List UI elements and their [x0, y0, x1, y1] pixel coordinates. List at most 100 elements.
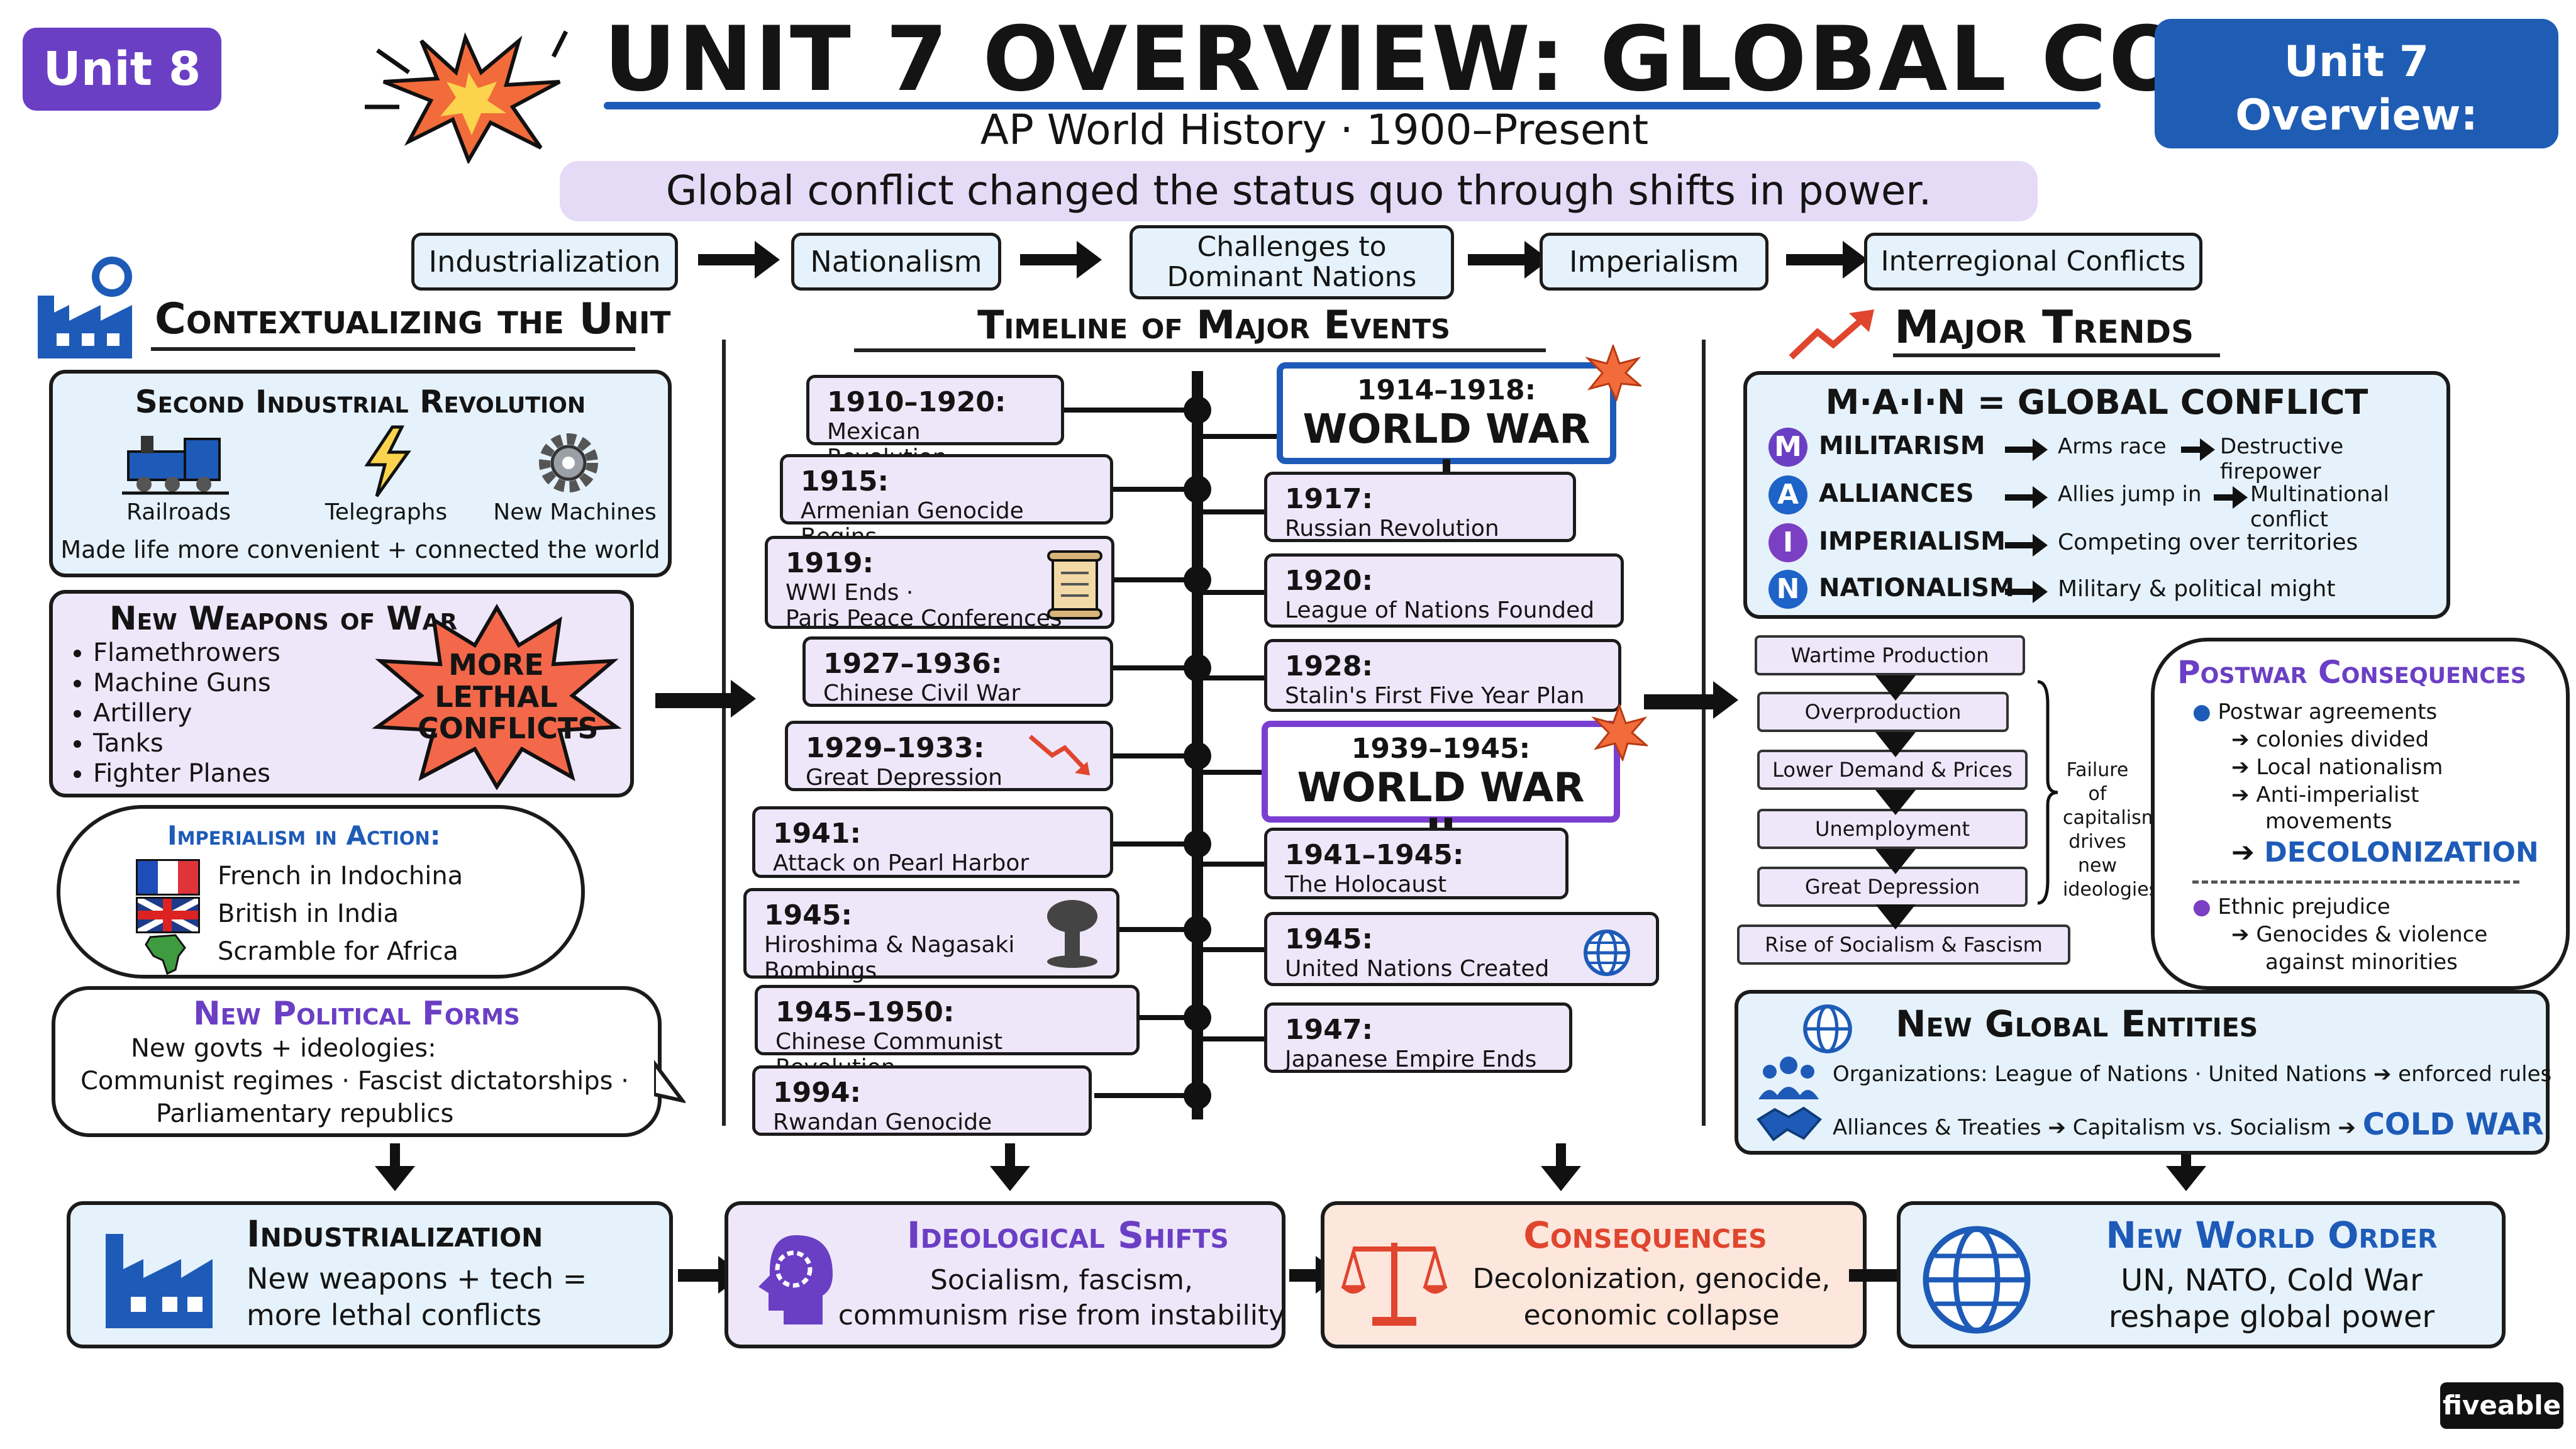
timeline-dot	[1184, 396, 1211, 424]
bottom-line: Socialism, fascism,	[930, 1264, 1193, 1296]
globe-icon	[1923, 1226, 2031, 1334]
imperialism-item: British in India	[218, 899, 399, 928]
timeline-event: 1929–1933: Great Depression	[785, 721, 1113, 791]
timeline-event: 1945–1950: Chinese Communist Revolution	[755, 985, 1140, 1080]
page-title: UNIT 7 OVERVIEW: GLOBAL CONFLICT	[604, 8, 2550, 111]
event-desc: Great Depression	[806, 764, 1002, 791]
fiveable-logo: fiveable	[2440, 1382, 2563, 1429]
timeline-tick	[1201, 947, 1264, 952]
timeline-event: 1910–1920: Mexican Revolution	[806, 375, 1064, 470]
down-arrow	[2166, 1155, 2206, 1191]
entities-alliances: Alliances & Treaties ➔ Capitalism vs. So…	[1833, 1107, 2544, 1142]
main-effect: Competing over territories	[2058, 530, 2358, 555]
chain-arrow	[1875, 849, 1916, 874]
postwar-line: ➔ colonies divided	[2231, 727, 2429, 752]
handshake-icon	[1757, 1106, 1822, 1141]
event-year: 1941–1945:	[1285, 839, 1464, 871]
note-line: ideologies	[2063, 879, 2159, 901]
industrial-title: Second Industrial Revolution	[135, 384, 586, 420]
timeline-tick	[1201, 675, 1264, 680]
column-divider	[722, 340, 726, 1126]
scales-icon	[1341, 1243, 1448, 1326]
a-letter-icon: A	[1768, 475, 1807, 514]
timeline-event: 1917: Russian Revolution	[1264, 472, 1576, 542]
machines-label: New Machines	[493, 499, 657, 525]
weapon-item: Artillery	[93, 698, 280, 728]
timeline-tick	[1201, 862, 1264, 867]
contextualizing-heading: Contextualizing the Unit	[155, 294, 671, 344]
more-lethal-label: MORE LETHAL CONFLICTS	[418, 648, 599, 746]
title-underline	[604, 102, 2101, 109]
postwar-line: ● Ethnic prejudice	[2192, 894, 2390, 919]
factory-icon	[38, 257, 132, 358]
timeline-tick	[1113, 487, 1189, 492]
timeline-event-ww2: 1939–1945: WORLD WAR II	[1262, 721, 1620, 857]
timeline-tick	[1113, 841, 1189, 847]
timeline-event: 1994: Rwandan Genocide	[752, 1065, 1092, 1136]
event-year: 1941:	[773, 818, 862, 850]
bottom-arrow	[1289, 1256, 1341, 1294]
brain-head-icon	[758, 1235, 833, 1324]
timeline-tick	[1138, 1015, 1189, 1020]
bottom-title: Industrialization	[247, 1213, 543, 1255]
timeline-event: 1945: Hiroshima & Nagasaki Bombings	[743, 888, 1119, 984]
political-forms-box: New Political Forms New govts + ideologi…	[52, 986, 662, 1137]
imperialism-item: French in Indochina	[218, 862, 464, 891]
postwar-line: ● Postwar agreements	[2192, 699, 2438, 724]
column-divider	[1702, 340, 1706, 1126]
timeline-tick	[1113, 577, 1189, 582]
subtitle: AP World History · 1900–Present	[980, 106, 1649, 154]
chain-arrow	[1875, 904, 1916, 930]
event-year: 1945:	[764, 899, 853, 931]
n-letter-icon: N	[1768, 570, 1807, 609]
heading-underline	[151, 347, 635, 351]
to-timeline-arrow	[655, 680, 756, 718]
chain-step: Lower Demand & Prices	[1757, 750, 2028, 790]
bottom-new-world-order: New World Order UN, NATO, Cold War resha…	[1897, 1201, 2506, 1348]
bubble-tail	[654, 1060, 686, 1104]
main-arrow	[2005, 534, 2048, 557]
flow-interregional: Interregional Conflicts	[1864, 233, 2202, 291]
global-entities-box: New Global Entities Organizations: Leagu…	[1735, 990, 2551, 1155]
africa-icon	[145, 934, 186, 975]
to-trends-arrow	[1644, 681, 1738, 719]
bottom-title: Ideological Shifts	[907, 1214, 1229, 1257]
event-desc: Rwandan Genocide	[773, 1109, 992, 1135]
event-desc: Paris Peace Conferences	[786, 605, 1062, 631]
postwar-title: Postwar Consequences	[2177, 654, 2526, 691]
down-trend-icon	[1028, 735, 1090, 775]
bottom-line: UN, NATO, Cold War	[2121, 1263, 2423, 1298]
train-icon	[122, 436, 229, 495]
main-effect: Military & political might	[2058, 576, 2336, 602]
scroll-icon	[1047, 550, 1102, 619]
main-arrow	[2181, 438, 2215, 461]
trend-up-icon	[1789, 309, 1874, 360]
i-letter-icon: I	[1768, 523, 1807, 562]
globe-icon	[1803, 1004, 1852, 1053]
timeline-tick	[1201, 509, 1264, 514]
flow-imperialism: Imperialism	[1540, 233, 1768, 291]
chain-step: Unemployment	[1757, 809, 2028, 849]
note-line: capitalism	[2063, 807, 2160, 829]
down-arrow	[990, 1143, 1030, 1191]
main-arrow	[2005, 438, 2048, 461]
timeline-tick	[1119, 927, 1189, 932]
main-effect: Allies jump in	[2058, 482, 2202, 507]
main-effect: Arms race	[2058, 434, 2167, 459]
weapons-list: Flamethrowers Machine Guns Artillery Tan…	[68, 638, 280, 789]
timeline-event: 1915: Armenian Genocide Begins	[780, 454, 1113, 550]
chain-note: Failure of capitalism drives new ideolog…	[2063, 758, 2160, 902]
timeline-event: 1945: United Nations Created	[1264, 912, 1659, 986]
political-line: Parliamentary republics	[156, 1099, 454, 1128]
chain-bracket	[2037, 680, 2058, 905]
postwar-cloud: Postwar Consequences ● Postwar agreement…	[2151, 638, 2570, 990]
weapons-box: New Weapons of War Flamethrowers Machine…	[49, 590, 634, 797]
postwar-line: ➔ Anti-imperialist	[2231, 782, 2419, 808]
political-line: Communist regimes · Fascist dictatorship…	[80, 1067, 629, 1096]
chain-arrow	[1875, 675, 1916, 701]
timeline-heading: Timeline of Major Events	[977, 302, 1450, 348]
timeline-event: 1920: League of Nations Founded	[1264, 553, 1624, 628]
